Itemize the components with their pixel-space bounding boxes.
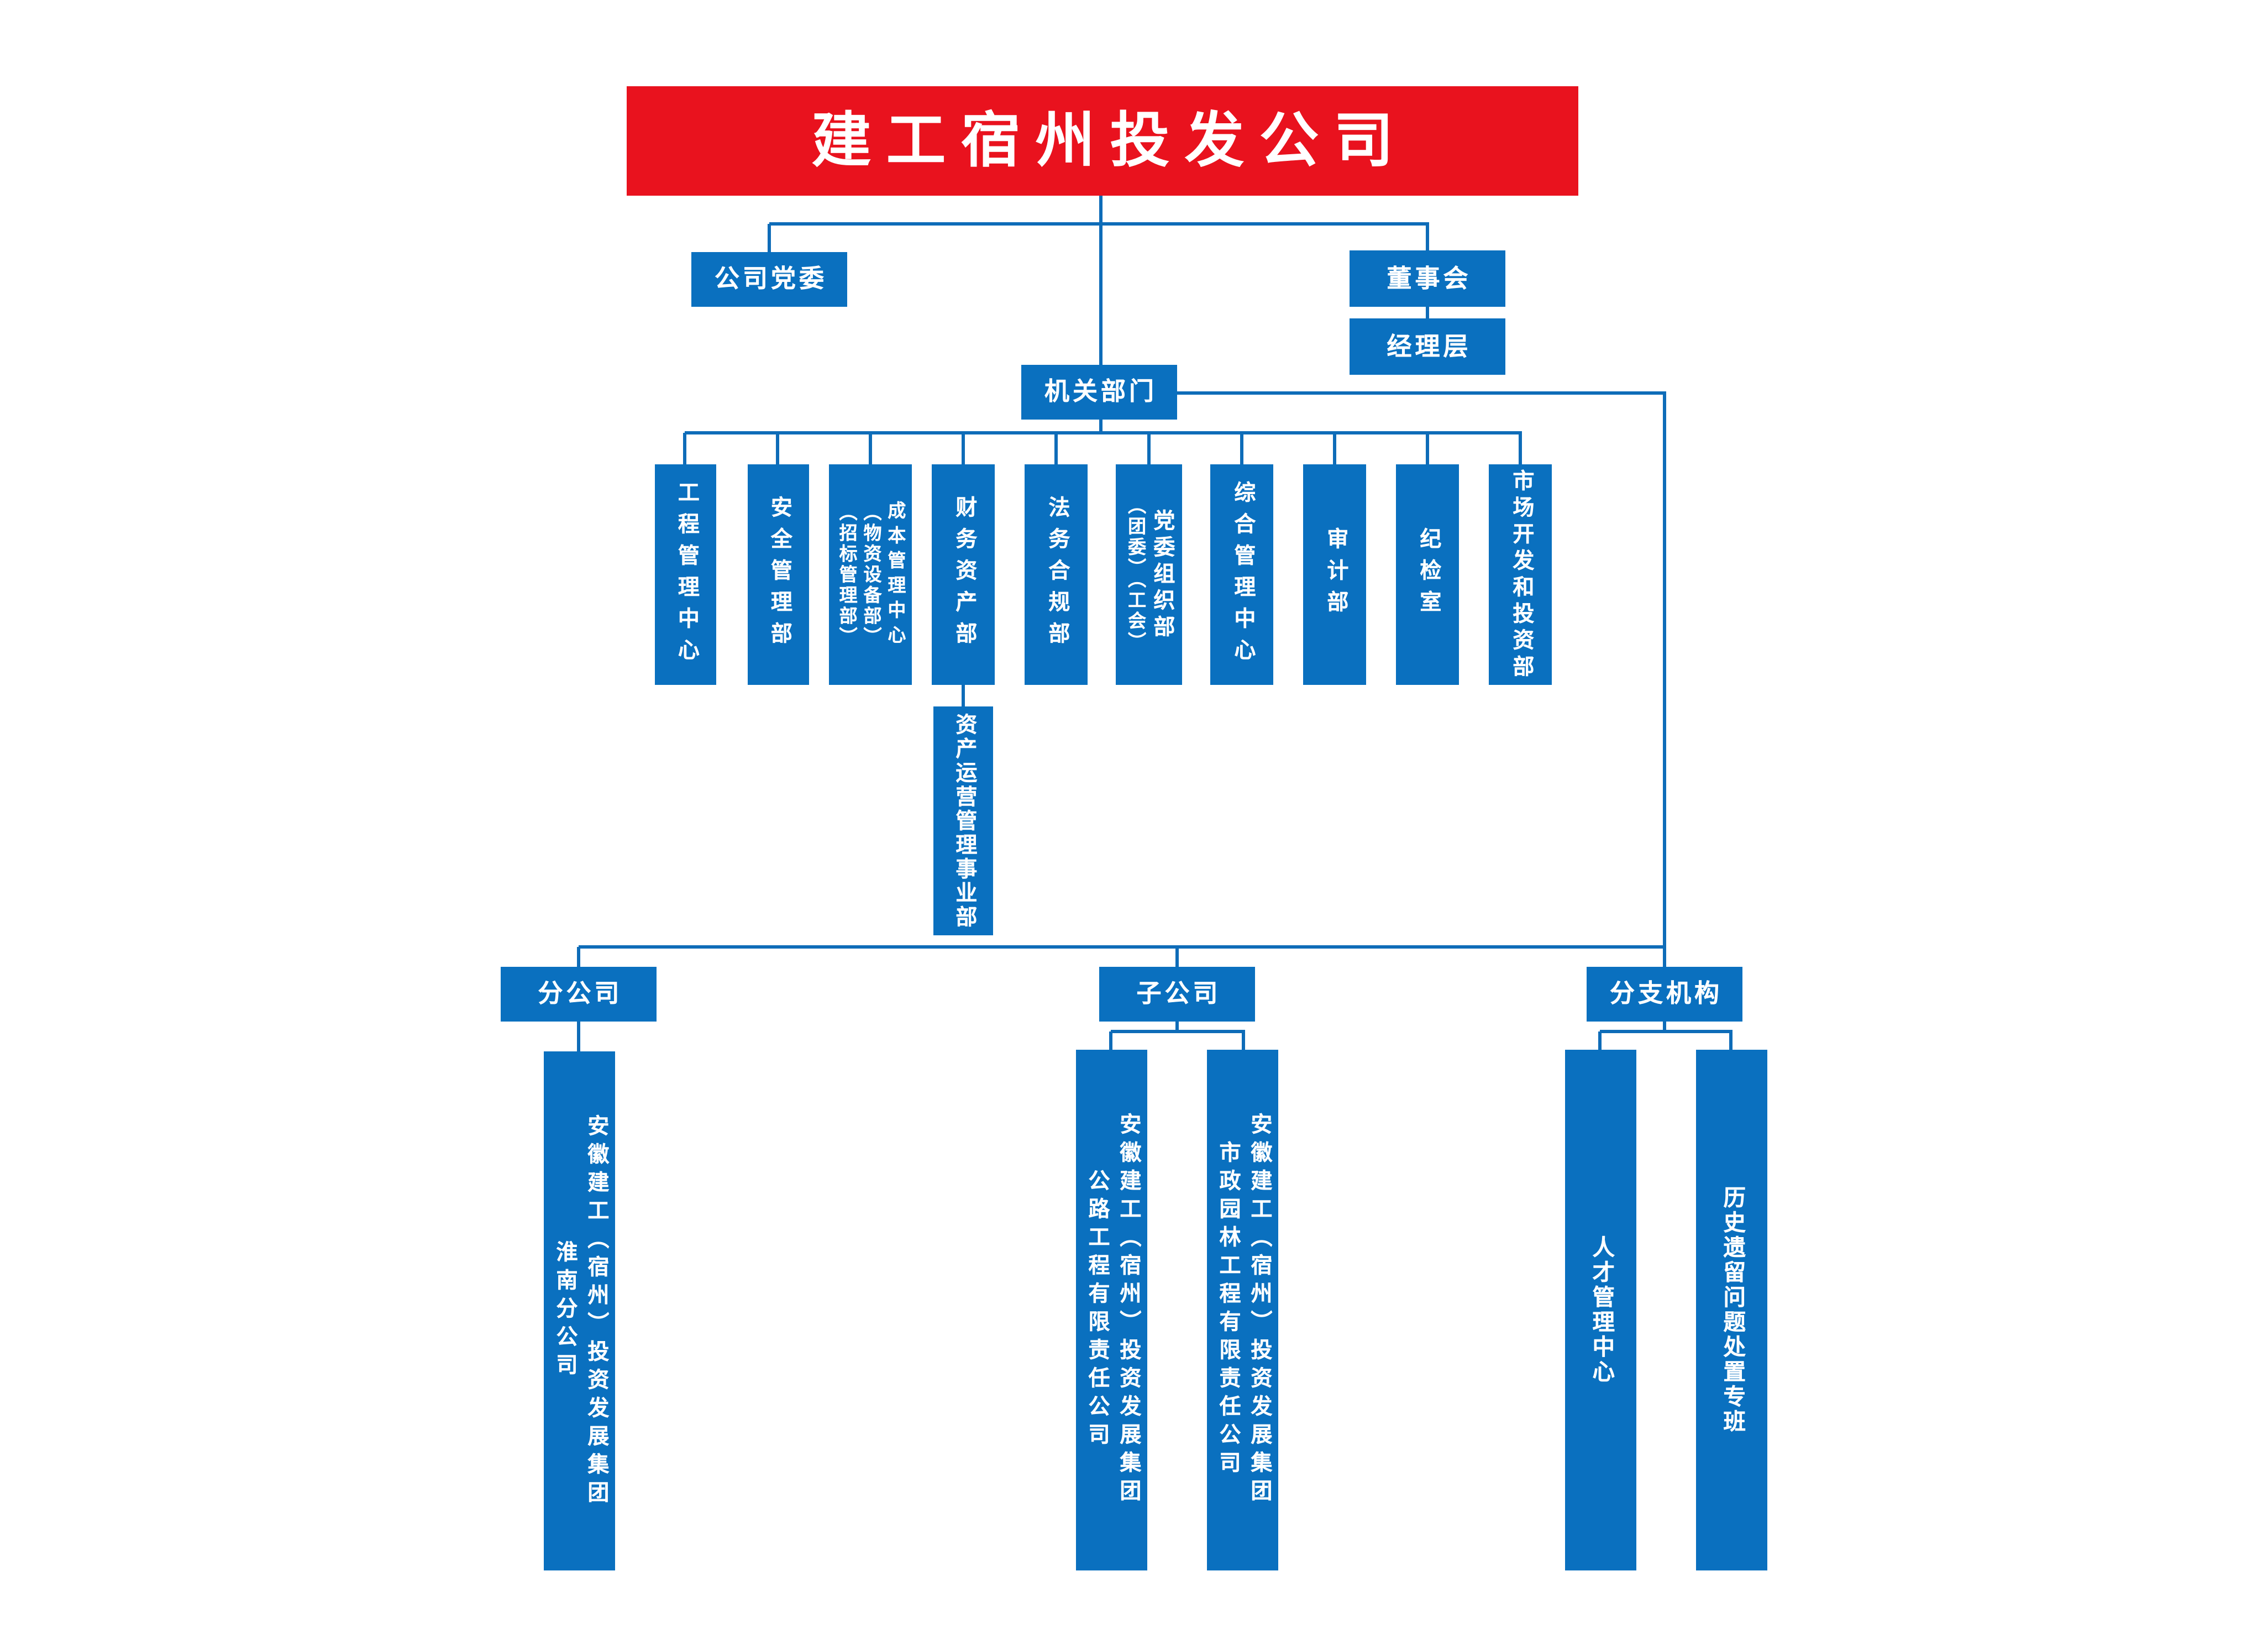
company-root-label: 建工宿州投发公司 — [811, 106, 1409, 174]
company-name-col: 安徽建工（宿州）投资发展集团 — [1247, 1113, 1273, 1507]
dept-label: 审计部 — [1324, 527, 1349, 622]
node-dept-discipline-inspection: 纪检室 — [1396, 464, 1459, 685]
management-label: 经理层 — [1387, 332, 1472, 361]
node-board-of-directors: 董事会 — [1350, 250, 1505, 307]
board-label: 董事会 — [1387, 264, 1472, 293]
dept-label: 财务资产部 — [952, 496, 978, 653]
subsidiary-label: 子公司 — [1136, 980, 1221, 1008]
node-branch-institutions-group: 分支机构 — [1587, 967, 1742, 1022]
node-municipal-landscape-company: 安徽建工（宿州）投资发展集团 市政园林工程有限责任公司 — [1207, 1050, 1278, 1570]
node-dept-audit: 审计部 — [1303, 464, 1366, 685]
dept-label: 安全管理部 — [767, 496, 792, 653]
node-dept-finance-assets: 财务资产部 — [932, 464, 995, 685]
branch-institutions-label: 分支机构 — [1609, 980, 1723, 1008]
company-name-col: 淮南分公司 — [553, 1240, 578, 1381]
dept-sub-label: （物资设备部） — [860, 502, 881, 647]
dept-label: 纪检室 — [1416, 527, 1442, 622]
dept-sub-label: （团委）（工会） — [1125, 496, 1146, 653]
institution-label: 人才管理中心 — [1588, 1235, 1614, 1385]
node-dept-general-mgmt-center: 综合管理中心 — [1210, 464, 1273, 685]
node-dept-cost-mgmt-center: 成本管理中心 （物资设备部） （招标管理部） — [829, 464, 912, 685]
node-party-committee: 公司党委 — [691, 252, 847, 307]
dept-label: 工程管理中心 — [674, 480, 700, 669]
node-office-departments: 机关部门 — [1021, 365, 1177, 420]
node-dept-legal-compliance: 法务合规部 — [1025, 464, 1088, 685]
node-dept-market-dev-investment: 市场开发和投资部 — [1489, 464, 1552, 685]
branch-company-label: 分公司 — [538, 980, 623, 1008]
dept-sub-label: （招标管理部） — [837, 502, 857, 647]
dept-label: 党委组织部 — [1150, 508, 1175, 641]
company-name-col: 公路工程有限责任公司 — [1085, 1169, 1110, 1451]
node-branch-company-group: 分公司 — [501, 967, 657, 1022]
company-name-col: 安徽建工（宿州）投资发展集团 — [584, 1113, 610, 1509]
node-dept-party-organization: 党委组织部 （团委）（工会） — [1116, 464, 1182, 685]
dept-label: 综合管理中心 — [1231, 480, 1256, 669]
node-company-root: 建工宿州投发公司 — [627, 86, 1578, 196]
node-dept-safety-mgmt: 安全管理部 — [748, 464, 809, 685]
company-name-col: 市政园林工程有限责任公司 — [1216, 1141, 1241, 1479]
office-departments-label: 机关部门 — [1044, 378, 1157, 406]
dept-label: 成本管理中心 — [885, 500, 905, 650]
dept-label: 法务合规部 — [1045, 496, 1070, 653]
dept-label: 市场开发和投资部 — [1509, 468, 1535, 681]
node-management-layer: 经理层 — [1350, 318, 1505, 375]
asset-division-label: 资产运营管理事业部 — [952, 713, 978, 929]
node-asset-operation-division: 资产运营管理事业部 — [933, 706, 993, 935]
company-name-col: 安徽建工（宿州）投资发展集团 — [1116, 1113, 1142, 1507]
node-legacy-issues-task-force: 历史遗留问题处置专班 — [1696, 1050, 1767, 1570]
node-dept-engineering-mgmt-center: 工程管理中心 — [655, 464, 716, 685]
node-talent-mgmt-center: 人才管理中心 — [1565, 1050, 1636, 1570]
institution-label: 历史遗留问题处置专班 — [1719, 1186, 1745, 1434]
node-huainan-branch-company: 安徽建工（宿州）投资发展集团 淮南分公司 — [544, 1051, 615, 1570]
party-committee-label: 公司党委 — [714, 265, 827, 294]
node-subsidiary-group: 子公司 — [1099, 967, 1255, 1022]
node-highway-engineering-company: 安徽建工（宿州）投资发展集团 公路工程有限责任公司 — [1076, 1050, 1147, 1570]
